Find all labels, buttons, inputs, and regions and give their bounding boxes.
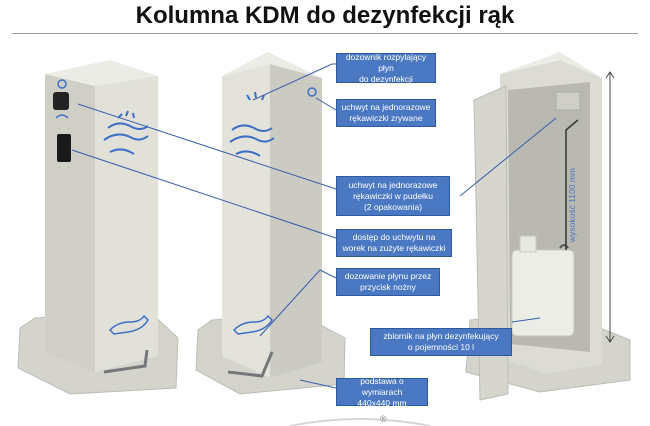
foot-icon (232, 314, 273, 335)
registered-mark: ® (380, 414, 387, 424)
foot-pedal (227, 351, 274, 378)
callout-foot-pedal: dozowanie płynu przez przycisk nożny (336, 268, 440, 296)
callout-glove-holder-tear: uchwyt na jednorazowe rękawiczki zrywane (336, 99, 436, 127)
title-divider (12, 33, 638, 34)
hand-wash-icon (229, 91, 275, 157)
callout-dispenser: dozownik rozpylający płyn do dezynfekcji (336, 52, 436, 84)
callout-tank: zbiornik na płyn dezynfekujący o pojemno… (370, 328, 512, 356)
column-left (17, 60, 179, 395)
page-title: Kolumna KDM do dezynfekcji rąk (135, 2, 515, 29)
height-dimension-label: wysokość 1100 mm (567, 167, 577, 243)
callout-bag-access: dostęp do uchwytu na worek na zużyte ręk… (336, 229, 452, 257)
leader-lines (71, 63, 557, 389)
callout-base: podstawa o wymiarach 440x440 mm (336, 376, 428, 408)
foot-pedal (103, 349, 149, 374)
foot-icon (108, 314, 149, 335)
column-middle (195, 52, 346, 395)
callout-glove-holder-box: uchwyt na jednorazowe rękawiczki w pudeł… (336, 176, 450, 216)
hand-wash-icon (103, 110, 149, 155)
column-open (465, 52, 631, 401)
